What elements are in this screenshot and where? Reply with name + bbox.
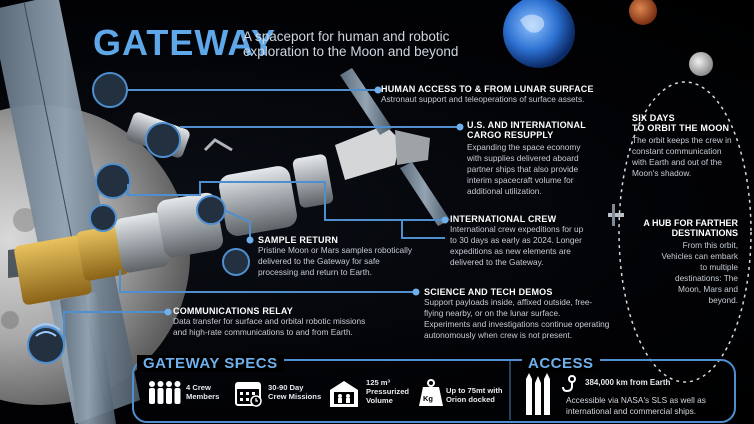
callout-text-line: From this orbit,: [682, 240, 738, 250]
callout-text-line: expeditions as new elements are: [450, 246, 571, 256]
spec-missions: 30-90 Day Crew Missions: [268, 383, 321, 401]
callout-text-line: and high-rate communications to and from…: [173, 327, 353, 337]
access-title: ACCESS: [522, 355, 600, 372]
callout-hub: A HUB FOR FARTHER DESTINATIONS From this…: [630, 218, 738, 306]
weight-label: Kg: [423, 394, 433, 403]
callout-sample-return: SAMPLE RETURN Pristine Moon or Mars samp…: [258, 235, 448, 278]
callout-six-days: SIX DAYS TO ORBIT THE MOON The orbit kee…: [632, 113, 748, 179]
callout-science: SCIENCE AND TECH DEMOS Support payloads …: [424, 287, 634, 341]
callout-title-line: A HUB FOR FARTHER: [643, 218, 738, 228]
callout-text-line: flying nearby, or on the lunar surface.: [424, 308, 561, 318]
crew-icon: [148, 380, 182, 406]
callout-text-line: to multiple: [700, 262, 738, 272]
callout-text-line: Experiments and investigations continue …: [424, 319, 610, 329]
callout-title-line: TO ORBIT THE MOON: [632, 123, 730, 133]
specs-frame: [132, 359, 736, 423]
calendar-icon: [234, 379, 262, 407]
callout-text-line: additional utilization.: [467, 186, 542, 196]
callout-text-line: to 30 days as early as 2024. Longer: [450, 235, 582, 245]
callout-text-line: Expanding the space economy: [467, 142, 581, 152]
spec-crew: 4 Crew Members: [186, 383, 219, 401]
callout-text-line: Data transfer for surface and orbital ro…: [173, 316, 366, 326]
spec-line: Members: [186, 392, 220, 401]
callout-text: Astronaut support and teleoperations of …: [381, 94, 585, 104]
callout-text-line: Moon's shadow.: [632, 168, 692, 178]
gateway-mini: [608, 204, 624, 226]
spec-line: Up to 75mt with: [446, 386, 503, 395]
habitat-icon: [329, 380, 359, 408]
callout-text-line: partner ships that also provide: [467, 164, 579, 174]
callout-text-line: processing and return to Earth.: [258, 267, 372, 277]
spec-line: Orion docked: [446, 395, 495, 404]
callout-title-line: CARGO RESUPPLY: [467, 130, 554, 140]
callout-text-line: destinations: The: [674, 273, 738, 283]
solar-panel: [0, 0, 140, 424]
callout-comms: COMMUNICATIONS RELAY Data transfer for s…: [173, 306, 403, 338]
callout-text-line: Moon, Mars and: [678, 284, 738, 294]
callout-text-line: beyond.: [708, 295, 738, 305]
spec-volume: 125 m³ Pressurized Volume: [366, 378, 409, 405]
callout-title: COMMUNICATIONS RELAY: [173, 306, 294, 316]
callout-text-line: autonomously when crew is not present.: [424, 330, 573, 340]
callout-title: SCIENCE AND TECH DEMOS: [424, 287, 553, 297]
mars-planet: [629, 0, 657, 25]
callout-text-line: Pristine Moon or Mars samples roboticall…: [258, 245, 413, 255]
earth-planet: [503, 0, 575, 68]
spec-mass: Up to 75mt with Orion docked: [446, 386, 503, 404]
small-moon: [689, 52, 713, 76]
callout-text-line: with Earth and out of the: [632, 157, 722, 167]
callout-text-line: International crew expeditions for up: [450, 224, 584, 234]
callout-title-line: DESTINATIONS: [671, 228, 738, 238]
weight-icon: [418, 379, 444, 407]
access-text: Accessible via NASA's SLS as well as int…: [566, 395, 736, 417]
callout-text-line: Support payloads inside, affixed outside…: [424, 297, 593, 307]
callout-cargo: U.S. AND INTERNATIONAL CARGO RESUPPLY Ex…: [467, 120, 627, 197]
callout-title: INTERNATIONAL CREW: [450, 214, 557, 224]
access-text-line: international and commercial ships.: [566, 406, 697, 416]
rocket-icon: [520, 373, 556, 417]
spec-line: 30-90 Day: [268, 383, 304, 392]
leader-lines: [63, 89, 460, 345]
callout-text-line: interim spacecraft volume for: [467, 175, 574, 185]
callout-title-line: SIX DAYS: [632, 113, 675, 123]
callout-title: SAMPLE RETURN: [258, 235, 339, 245]
spec-line: Volume: [366, 396, 393, 405]
access-distance: 384,000 km from Earth: [585, 378, 671, 387]
hook-icon: [562, 373, 582, 393]
callout-text-line: delivered to the Gateway for safe: [258, 256, 380, 266]
spec-line: Pressurized: [366, 387, 410, 396]
callout-title: HUMAN ACCESS TO & FROM LUNAR SURFACE: [381, 84, 594, 94]
callout-human-access: HUMAN ACCESS TO & FROM LUNAR SURFACE Ast…: [381, 84, 631, 105]
callout-crew: INTERNATIONAL CREW International crew ex…: [450, 214, 625, 268]
callout-text-line: The orbit keeps the crew in: [632, 135, 732, 145]
spec-line: 125 m³: [366, 378, 391, 387]
specs-title: GATEWAY SPECS: [137, 355, 284, 372]
orion-capsule: [335, 125, 400, 180]
access-text-line: Accessible via NASA's SLS as well as: [566, 395, 706, 405]
callout-title-line: U.S. AND INTERNATIONAL: [467, 120, 586, 130]
callout-text-line: Vehicles can embark: [661, 251, 738, 261]
callout-text-line: delivered to the Gateway.: [450, 257, 544, 267]
callout-text-line: with supplies delivered aboard: [467, 153, 579, 163]
callout-text-line: constant communication: [632, 146, 722, 156]
spec-line: Crew Missions: [268, 392, 322, 401]
spec-line: 4 Crew: [186, 383, 211, 392]
orbit-path: [618, 81, 752, 383]
station-modules: [14, 68, 450, 305]
callout-photos: [27, 72, 250, 364]
page-title: GATEWAY: [93, 22, 277, 63]
page-subtitle: A spaceport for human and robotic explor…: [243, 29, 459, 59]
